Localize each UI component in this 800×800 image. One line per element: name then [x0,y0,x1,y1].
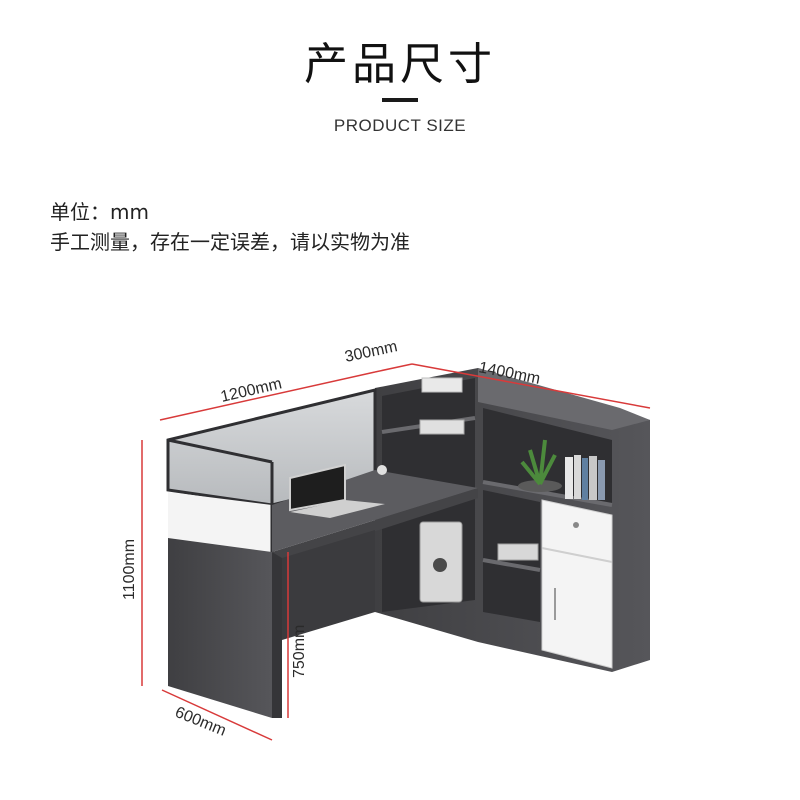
desk-body [166,388,478,718]
measurement-disclaimer: 手工测量，存在一定误差，请以实物为准 [50,230,410,254]
bookshelf-unit [375,368,650,672]
title-underline [382,98,418,102]
dim-width-side: 600mm [173,704,229,740]
dim-depth-side: 300mm [343,338,399,366]
dim-length-main: 1200mm [219,375,283,406]
unit-note: 单位：mm [50,200,149,224]
page-subtitle: PRODUCT SIZE [333,116,467,135]
page-title: 产品尺寸 [304,39,496,90]
dim-height-total: 1100mm [121,539,138,600]
dim-height-desk: 750mm [291,625,308,678]
dimension-lines [141,363,651,741]
